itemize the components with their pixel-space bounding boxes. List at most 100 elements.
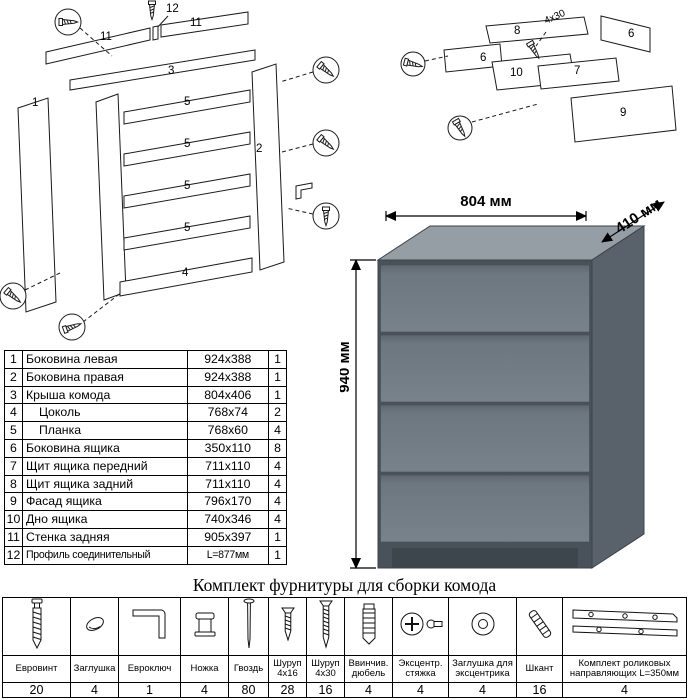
hardware-name: Эксцентр. стяжка bbox=[392, 655, 449, 683]
part-number: 12 bbox=[4, 545, 23, 565]
hardware-icon-cell bbox=[392, 597, 449, 656]
label-5b: 5 bbox=[184, 138, 190, 150]
part-size: 350x110 bbox=[186, 438, 270, 458]
label-6a: 6 bbox=[480, 52, 486, 64]
hardware-qty: 28 bbox=[268, 682, 307, 698]
eurobolt-icon bbox=[24, 598, 50, 654]
drawer-facade bbox=[570, 85, 677, 143]
part-number: 8 bbox=[4, 474, 23, 494]
cam-cap-icon bbox=[468, 612, 498, 643]
hardware-qty: 20 bbox=[2, 682, 71, 698]
part-qty: 8 bbox=[268, 438, 287, 458]
part-name: Боковина левая bbox=[21, 350, 188, 369]
part-size: 768x60 bbox=[186, 421, 270, 440]
part-number: 11 bbox=[4, 527, 23, 547]
part-number: 9 bbox=[4, 492, 23, 512]
part-number: 5 bbox=[4, 421, 23, 440]
dresser-3d-view: 804 мм 410 мм 940 мм bbox=[336, 192, 689, 584]
drawer-side-right bbox=[600, 15, 651, 53]
part-size: 768x74 bbox=[186, 403, 270, 423]
hardware-qty: 4 bbox=[180, 682, 229, 698]
base-panel bbox=[119, 257, 253, 297]
frame-exploded-svg: 12 11 11 3 1 2 5 5 5 5 4 bbox=[0, 0, 340, 341]
label-9: 9 bbox=[620, 107, 626, 119]
hardware-qty: 16 bbox=[516, 682, 563, 698]
dresser-plinth bbox=[392, 548, 578, 568]
part-number: 4 bbox=[4, 403, 23, 423]
hardware-qty: 1 bbox=[118, 682, 181, 698]
dimension-height bbox=[350, 259, 376, 569]
hardware-qty: 4 bbox=[562, 682, 687, 698]
dimension-width-label: 804 мм bbox=[460, 193, 511, 210]
hardware-icons-row bbox=[2, 597, 687, 656]
hardware-icon-cell bbox=[70, 597, 119, 656]
part-size: 796x170 bbox=[186, 492, 270, 512]
drawer-front-3 bbox=[380, 404, 590, 473]
part-qty: 1 bbox=[268, 385, 287, 405]
label-6b: 6 bbox=[628, 28, 634, 40]
back-panel-right bbox=[160, 11, 249, 38]
hardware-qty: 4 bbox=[448, 682, 517, 698]
label-8: 8 bbox=[514, 25, 520, 37]
plank-1 bbox=[123, 89, 251, 125]
plank-3 bbox=[123, 173, 251, 209]
hardware-qty: 80 bbox=[228, 682, 269, 698]
part-qty: 4 bbox=[268, 456, 287, 476]
screw-long-icon bbox=[318, 600, 334, 653]
label-11b: 11 bbox=[190, 17, 202, 29]
screw-short-icon bbox=[280, 607, 296, 646]
hardware-qty: 4 bbox=[392, 682, 449, 698]
hardware-qty: 16 bbox=[306, 682, 345, 698]
hardware-icon-cell bbox=[228, 597, 269, 656]
part-size: 804x406 bbox=[186, 385, 270, 405]
part-qty: 1 bbox=[268, 367, 287, 387]
label-3: 3 bbox=[168, 65, 174, 77]
hardware-qty: 4 bbox=[70, 682, 119, 698]
part-qty: 1 bbox=[268, 545, 287, 565]
label-10: 10 bbox=[510, 67, 523, 79]
part-qty: 4 bbox=[268, 492, 287, 512]
part-name: Боковина ящика bbox=[21, 438, 188, 458]
label-5c: 5 bbox=[184, 180, 190, 192]
hardware-name: Шуруп 4x16 bbox=[268, 655, 307, 683]
hardware-icon-cell bbox=[306, 597, 345, 656]
part-number: 6 bbox=[4, 438, 23, 458]
drawer-slide-icon bbox=[569, 609, 681, 648]
plank-4 bbox=[123, 215, 251, 251]
dresser-3d-svg: 804 мм 410 мм 940 мм bbox=[336, 193, 665, 569]
hardware-icon-cell bbox=[562, 597, 687, 656]
hardware-name: Заглушка bbox=[70, 655, 119, 683]
mount-bracket bbox=[295, 182, 313, 200]
drawer-exploded-svg: 8 6 6 10 7 9 4x30 bbox=[400, 8, 677, 143]
dresser-side-face bbox=[591, 225, 645, 569]
label-5d: 5 bbox=[184, 222, 190, 234]
part-qty: 4 bbox=[268, 474, 287, 494]
hardware-name: Шуруп 4x30 bbox=[306, 655, 345, 683]
label-4: 4 bbox=[182, 267, 189, 279]
part-name: Фасад ящика bbox=[21, 492, 188, 512]
hardware-name: Заглушка для эксцентрика bbox=[448, 655, 517, 683]
part-name: Планка bbox=[21, 421, 188, 440]
hardware-name: Евровинт bbox=[2, 655, 71, 683]
right-side-panel bbox=[251, 63, 285, 271]
hardware-name: Евроключ bbox=[118, 655, 181, 683]
hardware-icon-cell bbox=[118, 597, 181, 656]
nail-icon bbox=[243, 598, 255, 654]
drawer-exploded-diagram: 8 6 6 10 7 9 4x30 bbox=[388, 4, 688, 196]
hexkey-icon bbox=[128, 609, 172, 647]
hardware-name: Гвоздь bbox=[228, 655, 269, 683]
part-number: 2 bbox=[4, 367, 23, 387]
part-size: 711x110 bbox=[186, 474, 270, 494]
dimension-depth bbox=[601, 201, 665, 243]
